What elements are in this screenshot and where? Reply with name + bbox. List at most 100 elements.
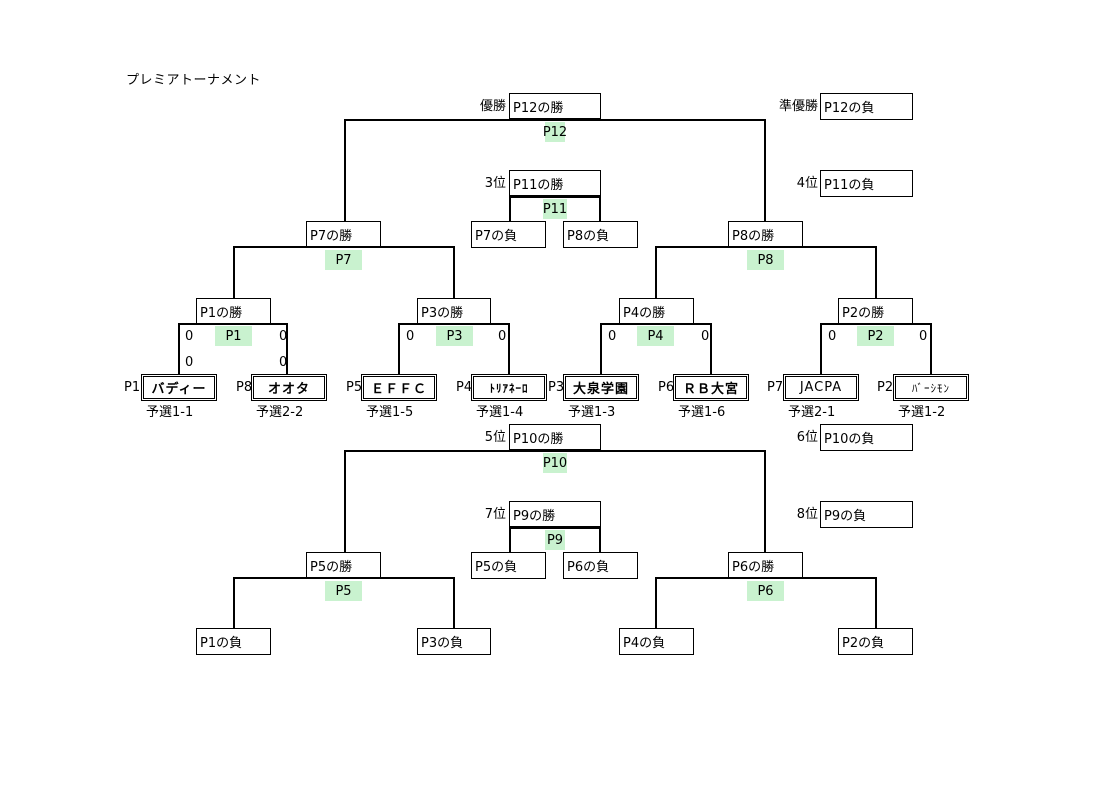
- fourth-label: 4位: [796, 176, 818, 191]
- seventh-label: 7位: [484, 507, 506, 522]
- runner-up-label: 準優勝: [778, 99, 818, 114]
- bracket-line: [233, 246, 455, 248]
- bracket-line: [233, 577, 235, 629]
- placement-loser-box: P3の負: [417, 628, 491, 655]
- page-title: プレミアトーナメント: [126, 73, 262, 88]
- quarter-box-3: P4の勝: [619, 298, 694, 324]
- team-box: 大泉学園: [563, 374, 639, 401]
- bracket-line: [233, 246, 235, 298]
- bracket-line: [344, 450, 766, 452]
- seventh-right-box: P6の負: [563, 552, 638, 579]
- third-left-box: P7の負: [471, 221, 546, 248]
- qual-label: 予選1-1: [146, 405, 194, 420]
- seventh-box: P9の勝: [509, 501, 601, 527]
- bracket-line: [655, 577, 657, 629]
- bracket-line: [599, 527, 601, 553]
- match-p4: P4: [637, 326, 674, 346]
- slot-label: P8: [236, 380, 253, 395]
- qual-label: 予選2-1: [788, 405, 836, 420]
- placement-loser-box: P2の負: [838, 628, 913, 655]
- eighth-box: P9の負: [820, 501, 913, 528]
- placement-loser-box: P1の負: [196, 628, 271, 655]
- bracket-line: [764, 450, 766, 552]
- eighth-label: 8位: [796, 507, 818, 522]
- bracket-line: [344, 119, 346, 221]
- bracket-line: [820, 323, 822, 375]
- qual-label: 予選2-2: [256, 405, 304, 420]
- slot-label: P4: [456, 380, 473, 395]
- match-p2: P2: [857, 326, 894, 346]
- match-p12: P12: [543, 122, 567, 142]
- score: 0: [498, 329, 507, 344]
- sixth-label: 6位: [796, 430, 818, 445]
- bracket-line: [875, 577, 877, 629]
- fourth-box: P11の負: [820, 170, 913, 197]
- bracket-line: [600, 323, 712, 325]
- bracket-line: [398, 323, 400, 375]
- bracket-line: [233, 577, 455, 579]
- bracket-line: [509, 196, 511, 222]
- score: 0: [828, 329, 837, 344]
- qual-label: 予選1-6: [678, 405, 726, 420]
- match-p6: P6: [747, 581, 784, 601]
- match-p10: P10: [543, 453, 567, 473]
- bracket-line: [344, 450, 346, 552]
- third-label: 3位: [484, 176, 506, 191]
- match-p1: P1: [215, 326, 252, 346]
- slot-label: P7: [767, 380, 784, 395]
- score: 0: [185, 329, 194, 344]
- bracket-line: [453, 577, 455, 629]
- bracket-line: [508, 323, 510, 375]
- bracket-line: [600, 323, 602, 375]
- champion-box: P12の勝: [509, 93, 601, 119]
- bracket-line: [655, 246, 877, 248]
- team-box: オオタ: [251, 374, 327, 401]
- seventh-left-box: P5の負: [471, 552, 546, 579]
- third-box: P11の勝: [509, 170, 601, 196]
- slot-label: P6: [658, 380, 675, 395]
- semi-right-box: P8の勝: [728, 221, 803, 247]
- team-box: ＲＢ大宮: [673, 374, 749, 401]
- bracket-line: [710, 323, 712, 375]
- quarter-box-4: P2の勝: [838, 298, 913, 324]
- semi-left-box: P7の勝: [306, 221, 381, 247]
- score: 0: [406, 329, 415, 344]
- placement-loser-box: P4の負: [619, 628, 694, 655]
- bracket-line: [599, 196, 601, 222]
- slot-label: P5: [346, 380, 363, 395]
- bracket-line: [398, 323, 510, 325]
- qual-label: 予選1-2: [898, 405, 946, 420]
- runner-up-box: P12の負: [820, 93, 913, 120]
- bracket-line: [509, 196, 601, 198]
- bracket-line: [820, 323, 932, 325]
- quarter-box-2: P3の勝: [417, 298, 491, 324]
- team-box: ＥＦＦＣ: [361, 374, 437, 401]
- match-p5: P5: [325, 581, 362, 601]
- bracket-line: [655, 246, 657, 298]
- bracket-line: [875, 246, 877, 298]
- score: 0: [279, 355, 288, 370]
- bracket-line: [178, 323, 288, 325]
- match-p11: P11: [543, 199, 567, 219]
- quarter-box-1: P1の勝: [196, 298, 271, 324]
- qual-label: 予選1-4: [476, 405, 524, 420]
- slot-label: P2: [877, 380, 894, 395]
- score: 0: [185, 355, 194, 370]
- sixth-box: P10の負: [820, 424, 913, 451]
- team-box: ﾄﾘｱﾈｰﾛ: [471, 374, 547, 401]
- bracket-line: [453, 246, 455, 298]
- bracket-line: [286, 323, 288, 375]
- match-p9: P9: [545, 530, 565, 550]
- bracket-line: [930, 323, 932, 375]
- team-box: ﾊﾞｰｼﾓﾝ: [893, 374, 969, 401]
- placement-left-box: P5の勝: [306, 552, 381, 578]
- bracket-line: [655, 577, 877, 579]
- qual-label: 予選1-5: [366, 405, 414, 420]
- team-box: バディー: [141, 374, 217, 401]
- score: 0: [919, 329, 928, 344]
- match-p3: P3: [436, 326, 473, 346]
- bracket-line: [509, 527, 511, 553]
- bracket-line: [178, 323, 180, 375]
- score: 0: [279, 329, 288, 344]
- fifth-label: 5位: [484, 430, 506, 445]
